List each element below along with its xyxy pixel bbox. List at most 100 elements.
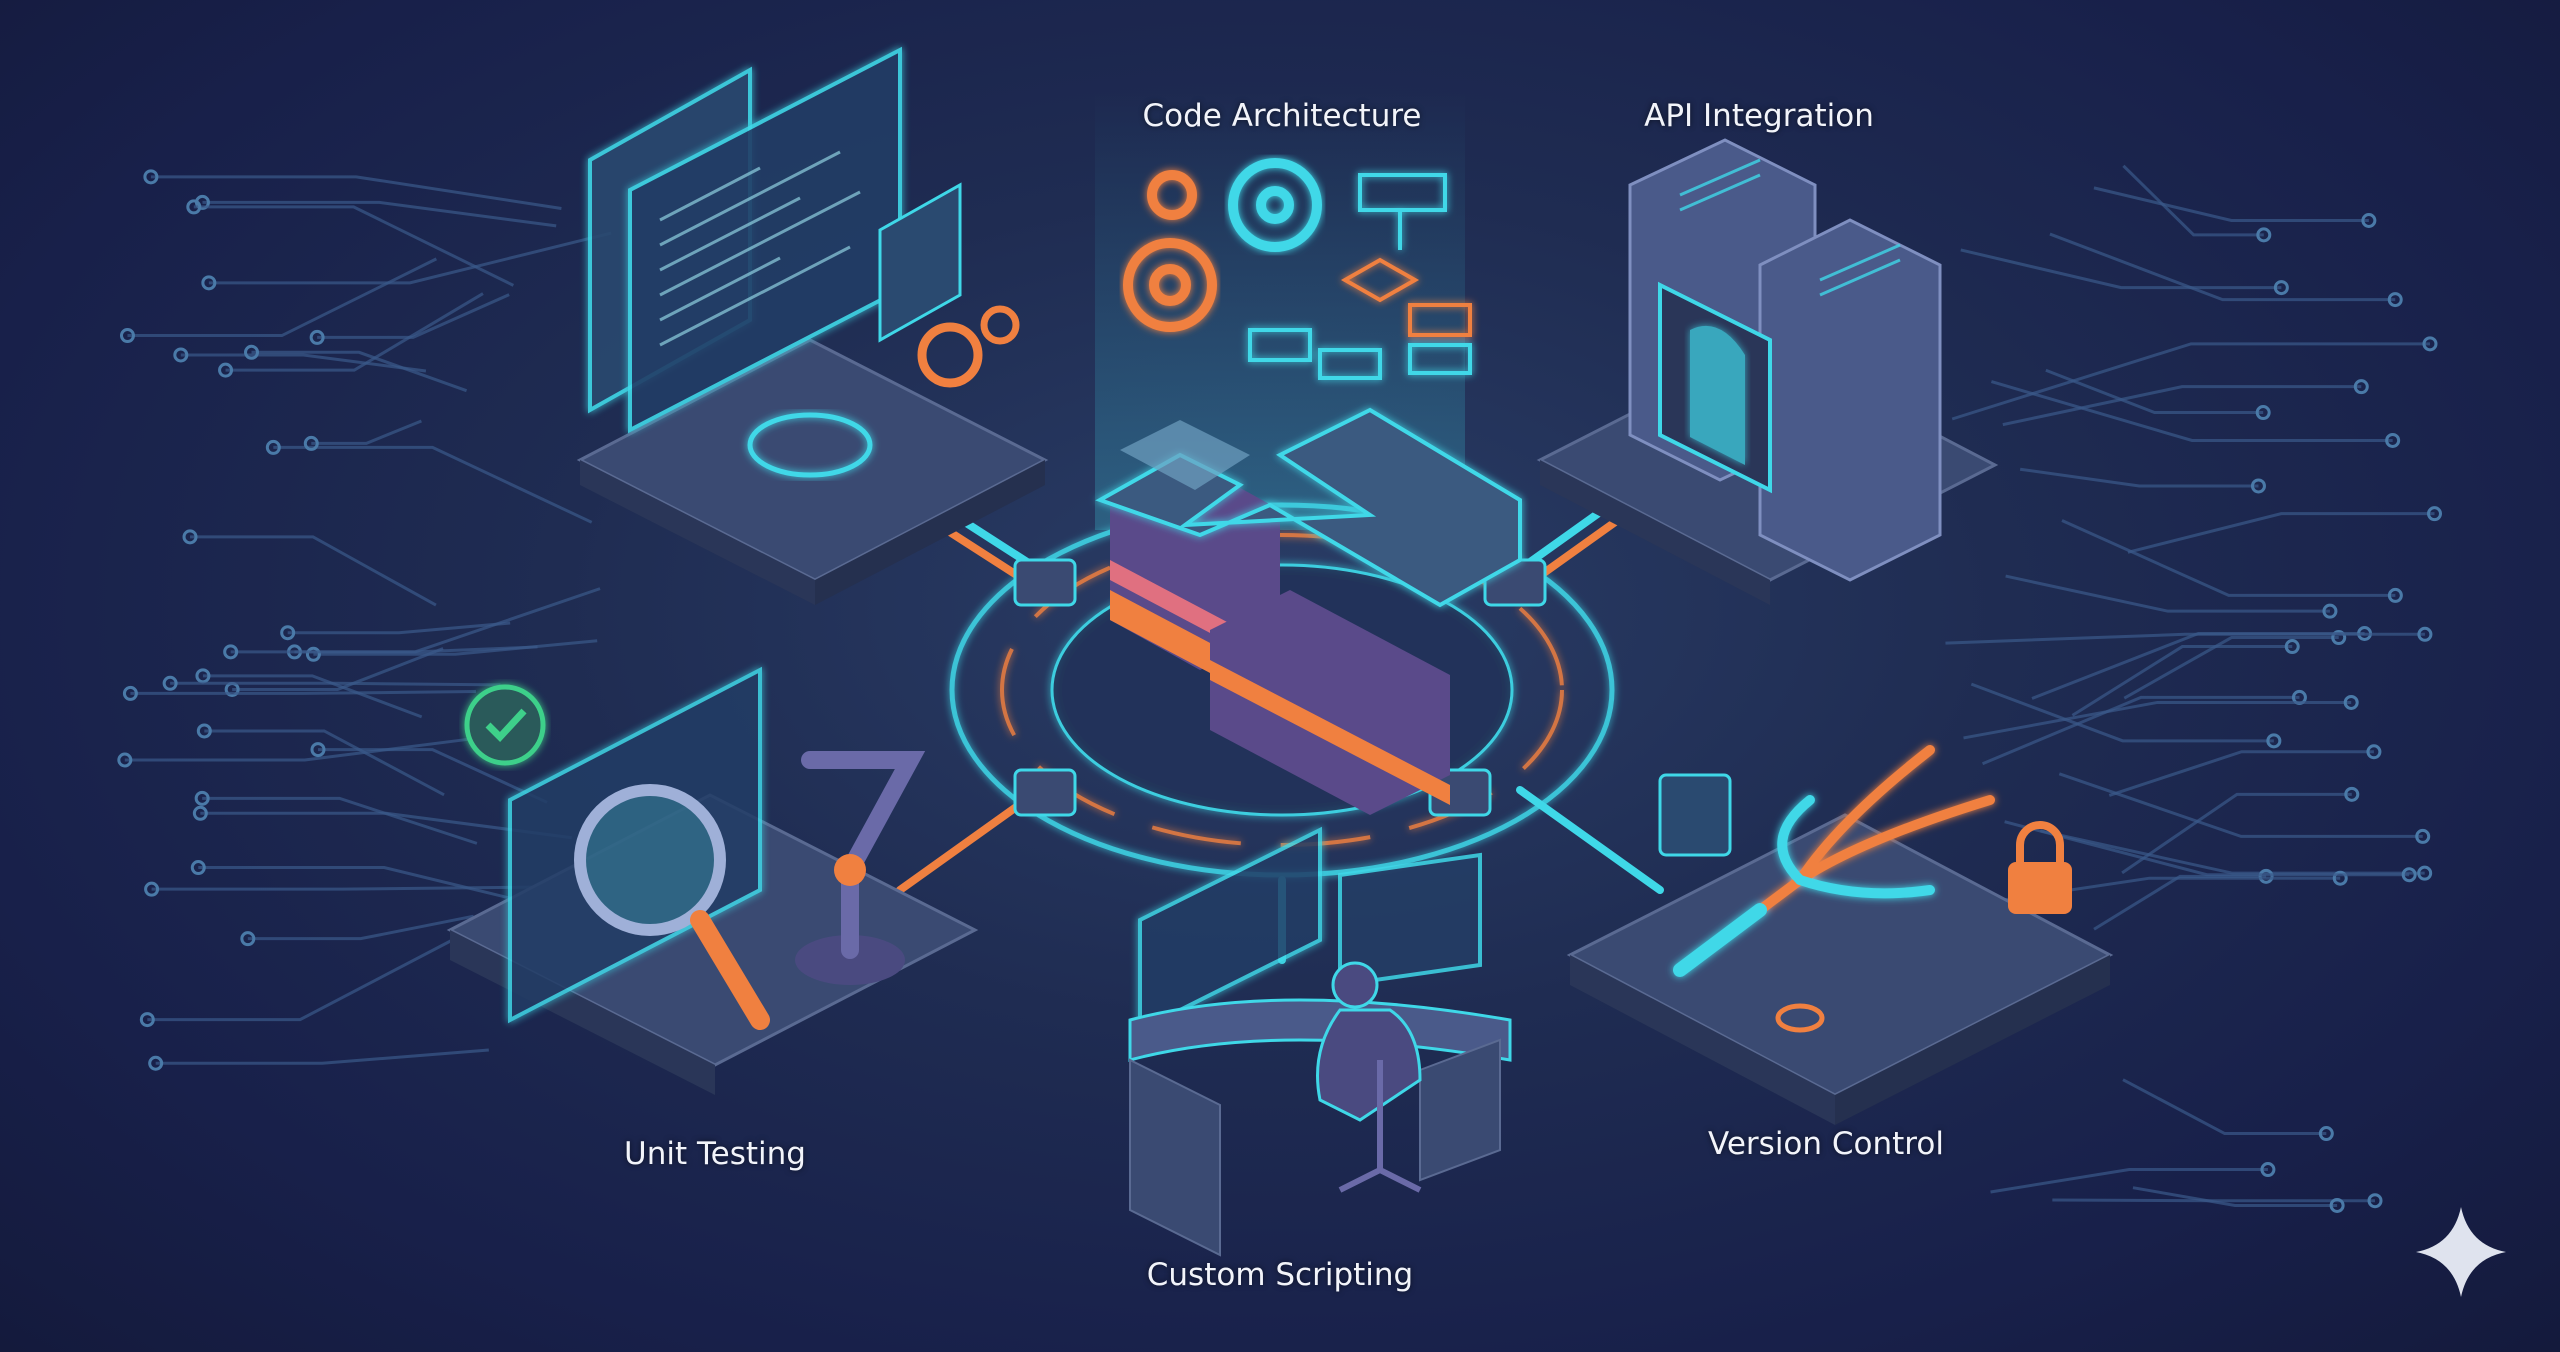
circuit-trace (2121, 792, 2352, 875)
server-rack-icon (1536, 138, 1999, 605)
circuit-trace (2122, 1078, 2327, 1136)
gear-icon (1228, 158, 1322, 252)
circuit-node (186, 199, 202, 215)
circuit-node (305, 646, 321, 662)
circuit-node (2256, 227, 2272, 243)
circuit-node (309, 329, 325, 345)
flowchart-icon (1248, 173, 1472, 380)
circuit-trace (147, 938, 454, 1022)
gear-icon (1123, 170, 1217, 332)
circuit-trace (1963, 700, 2352, 740)
circuit-trace (2122, 164, 2264, 237)
robot-arm-icon (795, 751, 926, 985)
circuit-trace (202, 200, 557, 228)
circuit-trace (2039, 829, 2425, 875)
circuit-trace (232, 647, 444, 691)
circuit-node (194, 790, 210, 806)
circuit-node (148, 1055, 164, 1071)
code-editor-platform (576, 46, 1049, 605)
circuit-node (223, 644, 239, 660)
circuit-trace (2049, 232, 2396, 302)
circuit-node (2417, 865, 2433, 881)
circuit-node (265, 439, 281, 455)
circuit-node (2385, 432, 2401, 448)
circuit-node (2387, 292, 2403, 308)
circuit-node (2258, 868, 2274, 884)
circuit-trace (180, 353, 427, 373)
circuit-node (139, 1012, 155, 1028)
circuit-trace (2127, 512, 2435, 554)
circuit-trace (170, 681, 501, 687)
circuit-node (310, 742, 326, 758)
circuit-trace (273, 445, 593, 524)
circuit-trace (2093, 186, 2369, 223)
circuit-node (2353, 379, 2369, 395)
circuit-trace (2031, 631, 2365, 700)
circuit-node (2273, 280, 2289, 296)
circuit-trace (202, 796, 478, 845)
circuit-node (2266, 733, 2282, 749)
circuit-node (2344, 786, 2360, 802)
circuit-trace (2093, 874, 2267, 931)
circuit-node (2415, 828, 2431, 844)
label-code-architecture: Code Architecture (1142, 98, 1422, 134)
connector-nodes (1013, 558, 1547, 817)
checkmark-icon (464, 684, 546, 766)
circuit-node (2329, 1197, 2345, 1213)
circuit-node (173, 347, 189, 363)
circuit-trace (1990, 380, 2393, 442)
circuit-node (2260, 1162, 2276, 1178)
circuit-node (218, 362, 234, 378)
circuit-node (201, 275, 217, 291)
circuit-node (2361, 213, 2377, 229)
label-api-integration: API Integration (1644, 98, 1874, 134)
circuit-traces (117, 164, 2442, 1213)
circuit-trace (317, 293, 510, 339)
circuit-trace (287, 621, 511, 635)
circuit-node (2426, 506, 2442, 522)
version-control-platform (1566, 773, 2114, 1125)
circuit-node (143, 169, 159, 185)
label-custom-scripting: Custom Scripting (1146, 1257, 1414, 1293)
circuit-node (2343, 694, 2359, 710)
magnifier-icon (574, 784, 770, 1030)
circuit-node (190, 860, 206, 876)
circuit-node (2401, 867, 2417, 883)
circuit-node (2322, 603, 2338, 619)
circuit-trace (2123, 636, 2339, 700)
circuit-node (2366, 744, 2382, 760)
circuit-node (2318, 1126, 2334, 1142)
circuit-node (2331, 630, 2347, 646)
circuit-trace (190, 535, 437, 607)
circuit-trace (2108, 750, 2374, 797)
circuit-node (2332, 870, 2348, 886)
circuit-trace (2019, 467, 2259, 488)
circuit-node (244, 344, 260, 360)
circuit-trace (2071, 645, 2293, 717)
circuit-node (2255, 405, 2271, 421)
circuit-node (2284, 639, 2300, 655)
circuit-trace (1981, 695, 2300, 766)
sparkle-icon (2416, 1207, 2506, 1297)
circuit-trace (208, 231, 612, 285)
circuit-trace (2045, 368, 2264, 415)
circuit-trace (150, 175, 562, 210)
circuit-node (2367, 1193, 2383, 1209)
circuit-node (196, 723, 212, 739)
circuit-trace (1960, 248, 2282, 290)
padlock-icon (2008, 821, 2072, 914)
circuit-trace (311, 419, 422, 445)
circuit-trace (317, 748, 548, 804)
circuit-node (119, 328, 135, 344)
circuit-node (162, 675, 178, 691)
label-version-control: Version Control (1708, 1126, 1944, 1162)
circuit-trace (2004, 820, 2410, 877)
developer-desk-icon (1128, 826, 1512, 1257)
circuit-trace (313, 639, 598, 656)
circuit-trace (127, 257, 438, 338)
circuit-node (303, 435, 319, 451)
circuit-trace (204, 729, 445, 797)
circuit-trace (247, 914, 474, 941)
